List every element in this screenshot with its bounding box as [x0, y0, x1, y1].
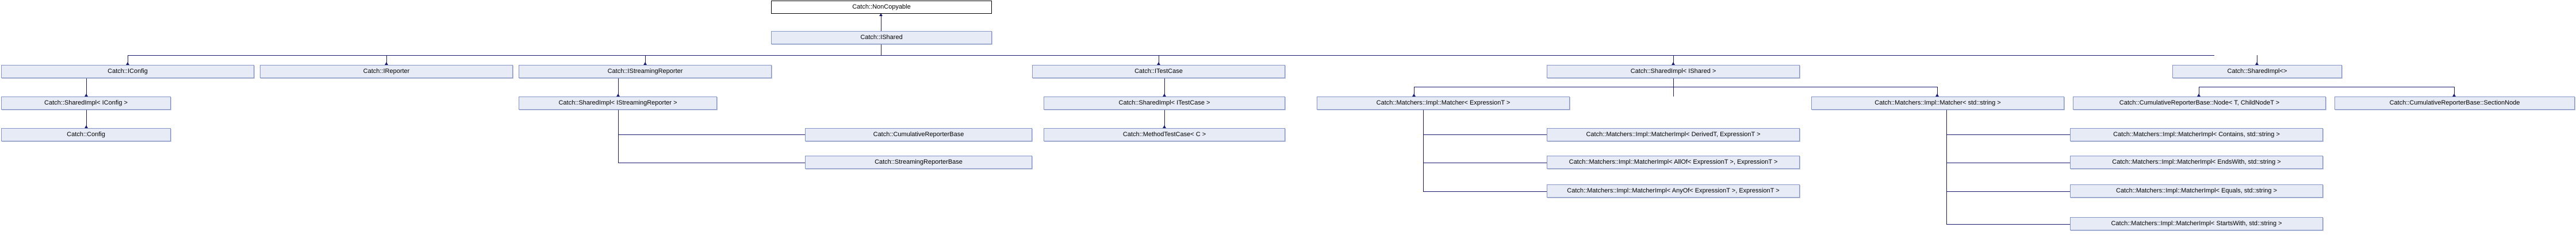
edge-segment — [1673, 78, 1674, 97]
class-node-istreamingreporter[interactable]: Catch::IStreamingReporter — [519, 65, 772, 78]
class-node-cumulativerepbase[interactable]: Catch::CumulativeReporterBase — [805, 128, 1032, 141]
class-node-noncopyable[interactable]: Catch::NonCopyable — [771, 1, 992, 14]
class-node-sharedimpl-isr[interactable]: Catch::SharedImpl< IStreamingReporter > — [519, 97, 717, 110]
arrowhead-icon — [643, 62, 647, 65]
class-node-matcherimpl-anyof[interactable]: Catch::Matchers::Impl::MatcherImpl< AnyO… — [1547, 184, 1800, 198]
arrowhead-icon — [2197, 94, 2201, 97]
arrowhead-icon — [85, 125, 88, 128]
edge-segment — [86, 110, 87, 128]
arrowhead-icon — [1157, 62, 1160, 65]
edge-segment — [1946, 110, 1947, 225]
edge-segment — [2454, 87, 2455, 97]
arrowhead-icon — [1163, 94, 1166, 97]
edge-segment — [1946, 224, 2070, 225]
class-node-crb-sectionnode[interactable]: Catch::CumulativeReporterBase::SectionNo… — [2334, 97, 2575, 110]
arrowhead-icon — [385, 62, 388, 65]
class-node-streamingrepbase[interactable]: Catch::StreamingReporterBase — [805, 156, 1032, 169]
edge-segment — [618, 134, 805, 135]
class-node-config[interactable]: Catch::Config — [1, 128, 171, 141]
edge-segment — [1423, 110, 1424, 192]
class-node-matcherimpl-endswith[interactable]: Catch::Matchers::Impl::MatcherImpl< Ends… — [2070, 156, 2323, 169]
class-node-sharedimpl-iconfig[interactable]: Catch::SharedImpl< IConfig > — [1, 97, 171, 110]
arrowhead-icon — [1935, 94, 1939, 97]
class-node-sharedimpl-itc[interactable]: Catch::SharedImpl< ITestCase > — [1044, 97, 1285, 110]
edge-segment — [1673, 55, 1674, 65]
edge-segment — [1946, 134, 2070, 135]
class-node-ireporter[interactable]: Catch::IReporter — [260, 65, 513, 78]
edge-segment — [1423, 191, 1547, 192]
edge-segment — [1164, 110, 1165, 128]
class-node-matcher-expr[interactable]: Catch::Matchers::Impl::Matcher< Expressi… — [1317, 97, 1570, 110]
arrowhead-icon — [126, 62, 129, 65]
arrowhead-icon — [879, 13, 883, 16]
edge-segment — [1937, 87, 1938, 97]
edge-segment — [645, 55, 646, 65]
class-node-sharedimpl-ishared[interactable]: Catch::SharedImpl< IShared > — [1547, 65, 1800, 78]
edge-segment — [386, 55, 387, 65]
arrowhead-icon — [2452, 94, 2456, 97]
class-node-itestcase[interactable]: Catch::ITestCase — [1032, 65, 1285, 78]
edge-segment — [618, 110, 619, 163]
class-node-matcherimpl-derived[interactable]: Catch::Matchers::Impl::MatcherImpl< Deri… — [1547, 128, 1800, 141]
arrowhead-icon — [2255, 62, 2259, 65]
class-node-matcherimpl-contains[interactable]: Catch::Matchers::Impl::MatcherImpl< Cont… — [2070, 128, 2323, 141]
class-node-matcherimpl-equals[interactable]: Catch::Matchers::Impl::MatcherImpl< Equa… — [2070, 184, 2323, 198]
class-node-ishared[interactable]: Catch::IShared — [771, 31, 992, 44]
arrowhead-icon — [616, 94, 620, 97]
class-node-crb-node[interactable]: Catch::CumulativeReporterBase::Node< T, … — [2073, 97, 2326, 110]
edge-segment — [1164, 78, 1165, 97]
class-node-iconfig[interactable]: Catch::IConfig — [1, 65, 254, 78]
edge-segment — [86, 78, 87, 97]
class-node-matcherimpl-allof[interactable]: Catch::Matchers::Impl::MatcherImpl< AllO… — [1547, 156, 1800, 169]
class-node-methodtestcase[interactable]: Catch::MethodTestCase< C > — [1044, 128, 1285, 141]
class-node-matcher-string[interactable]: Catch::Matchers::Impl::Matcher< std::str… — [1811, 97, 2064, 110]
edge-segment — [1946, 191, 2070, 192]
edge-segment — [618, 78, 619, 97]
edge-segment — [1423, 134, 1547, 135]
edge-segment — [128, 55, 2214, 56]
arrowhead-icon — [1163, 125, 1166, 128]
arrowhead-icon — [1672, 62, 1675, 65]
class-node-matcherimpl-startswith[interactable]: Catch::Matchers::Impl::MatcherImpl< Star… — [2070, 217, 2323, 230]
class-node-sharedimpl-empty[interactable]: Catch::SharedImpl<> — [2172, 65, 2342, 78]
arrowhead-icon — [85, 94, 88, 97]
